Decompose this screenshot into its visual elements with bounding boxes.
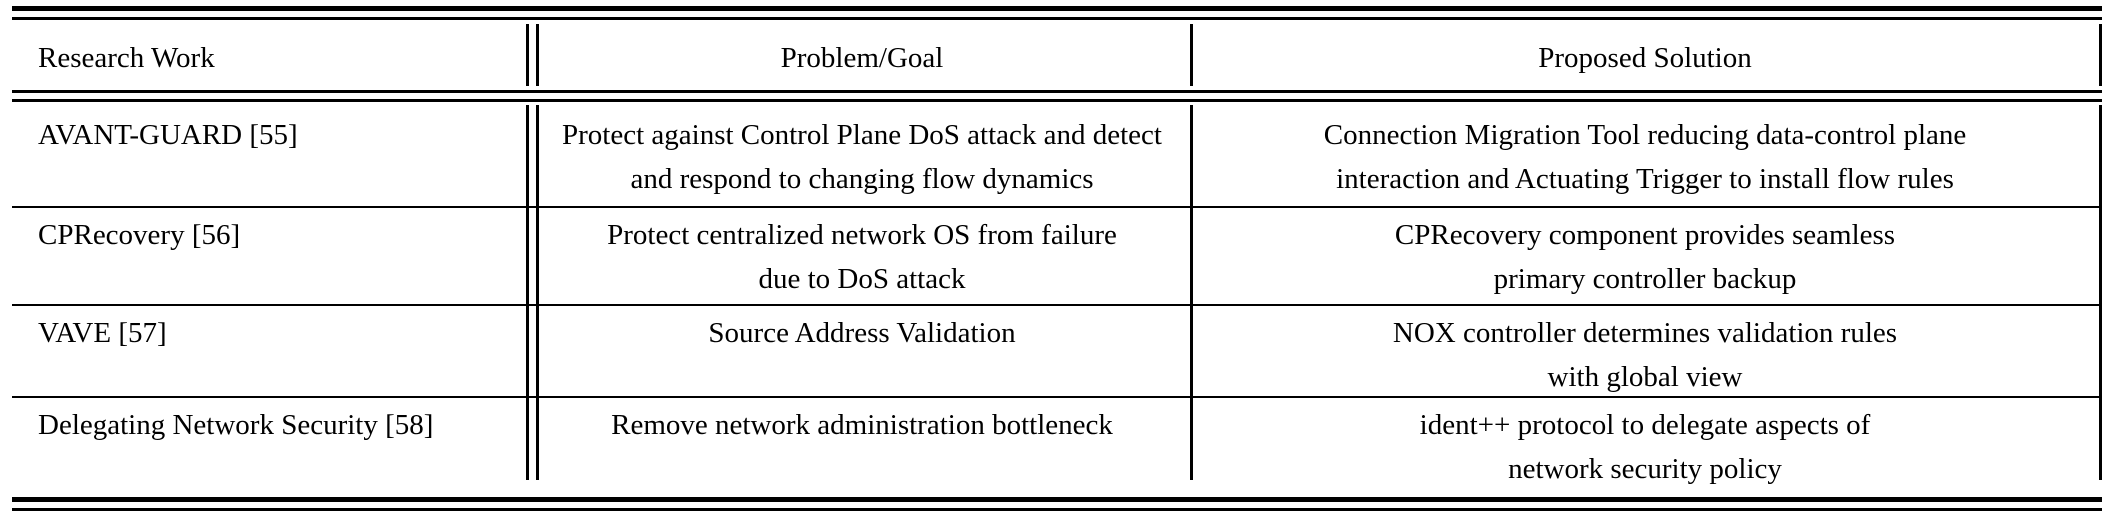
table-row-3-proposed-solution: NOX controller determines validation rul… [1392,317,1898,393]
table-row-1-problem-goal: Protect against Control Plane DoS attack… [562,119,1162,195]
table-top-rule-outer [12,6,2102,11]
table-row-3-research-work: VAVE [57] [38,317,167,349]
vertical-rule-col1-col2-right-body [536,105,539,480]
vertical-rule-col2-col3-header [1190,24,1193,86]
vertical-rule-col1-col2-left-header [526,24,529,86]
row-separator-rule-2 [12,304,2102,306]
table-row-3-problem-goal: Source Address Validation [708,317,1016,349]
table-row-2-problem-goal: Protect centralized network OS from fail… [607,219,1117,295]
row-separator-rule-1 [12,206,2102,208]
row-separator-rule-3 [12,396,2102,398]
vertical-rule-col2-col3-body [1190,105,1193,480]
table-row-4-problem-goal: Remove network administration bottleneck [611,409,1113,441]
vertical-rule-col1-col2-right-header [536,24,539,86]
column-header-research-work: Research Work [38,42,215,74]
table-bottom-rule-outer [12,497,2102,502]
table-row-2-research-work: CPRecovery [56] [38,219,241,251]
table-row-4-proposed-solution: ident++ protocol to delegate aspects of … [1419,409,1871,485]
vertical-rule-right-edge-header [2099,24,2102,86]
vertical-rule-right-edge-body [2099,105,2102,480]
table-row-1-proposed-solution: Connection Migration Tool reducing data-… [1323,119,1967,195]
column-header-proposed-solution: Proposed Solution [1538,42,1752,74]
table-row-4-research-work: Delegating Network Security [58] [38,409,434,441]
column-header-problem-goal: Problem/Goal [780,42,944,74]
header-separator-rule-outer [12,90,2102,93]
header-separator-rule-inner [12,99,2102,102]
table-row-2-proposed-solution: CPRecovery component provides seamless p… [1394,219,1896,295]
table-top-rule-inner [12,17,2102,20]
table-bottom-rule-inner [12,508,2102,511]
vertical-rule-col1-col2-left-body [526,105,529,480]
table-row-1-research-work: AVANT-GUARD [55] [38,119,298,151]
